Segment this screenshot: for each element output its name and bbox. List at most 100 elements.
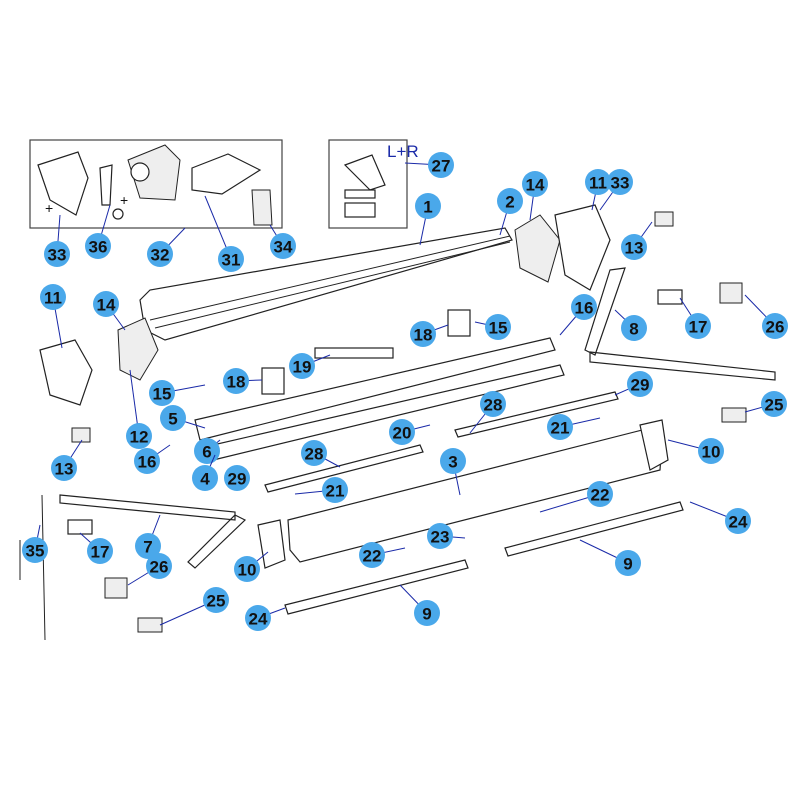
callout-bubble bbox=[22, 537, 48, 563]
callout-24: 24 bbox=[689, 501, 751, 534]
callout-bubble bbox=[480, 391, 506, 417]
callout-number: 27 bbox=[432, 157, 451, 176]
callout-number: 36 bbox=[89, 238, 108, 257]
callout-21: 21 bbox=[547, 414, 601, 440]
callout-bubble bbox=[301, 440, 327, 466]
callout-20: 20 bbox=[389, 419, 431, 445]
callout-bubble bbox=[621, 315, 647, 341]
callout-number: 18 bbox=[227, 373, 246, 392]
callout-number: 26 bbox=[150, 558, 169, 577]
callout-number: 14 bbox=[526, 176, 545, 195]
callout-number: 2 bbox=[505, 193, 514, 212]
callout-bubble bbox=[359, 542, 385, 568]
callout-bubble bbox=[410, 321, 436, 347]
callout-number: 11 bbox=[589, 174, 607, 193]
callout-bubble bbox=[289, 353, 315, 379]
callout-13: 13 bbox=[51, 439, 83, 481]
hinge-part bbox=[137, 617, 163, 633]
callout-bubble bbox=[224, 465, 250, 491]
callout-32: 32 bbox=[147, 227, 186, 267]
callout-bubble bbox=[44, 241, 70, 267]
callout-number: 5 bbox=[168, 410, 177, 429]
callout-number: 10 bbox=[238, 561, 257, 580]
crank-rod-part bbox=[19, 494, 46, 641]
callout-27: 27 bbox=[404, 152, 454, 178]
callout-number: 3 bbox=[448, 453, 457, 472]
callout-number: 10 bbox=[702, 443, 721, 462]
plus-sign: + bbox=[120, 192, 128, 208]
callout-number: 19 bbox=[293, 358, 312, 377]
callout-number: 25 bbox=[765, 396, 784, 415]
callout-number: 21 bbox=[326, 482, 345, 501]
callout-14: 14 bbox=[522, 171, 548, 221]
callout-9: 9 bbox=[399, 584, 440, 626]
callout-28: 28 bbox=[301, 440, 341, 468]
bracket-part bbox=[719, 282, 743, 304]
callout-16: 16 bbox=[134, 444, 171, 474]
callout-bubble bbox=[51, 455, 77, 481]
callout-bubble bbox=[440, 448, 466, 474]
callout-19: 19 bbox=[289, 353, 331, 379]
callout-bubble bbox=[585, 169, 611, 195]
callout-bubble bbox=[615, 550, 641, 576]
callout-number: 22 bbox=[591, 486, 610, 505]
callout-number: 13 bbox=[625, 239, 644, 258]
control-box-part bbox=[191, 153, 262, 195]
callout-15: 15 bbox=[474, 314, 511, 340]
callout-number: 33 bbox=[611, 174, 630, 193]
callout-8: 8 bbox=[614, 309, 647, 341]
callout-number: 20 bbox=[393, 424, 412, 443]
callout-31: 31 bbox=[204, 195, 244, 272]
callout-bubble bbox=[93, 291, 119, 317]
callout-number: 15 bbox=[489, 319, 508, 338]
callout-number: 4 bbox=[200, 470, 210, 489]
callout-3: 3 bbox=[440, 448, 466, 496]
callout-bubble bbox=[135, 533, 161, 559]
callout-18: 18 bbox=[410, 321, 449, 347]
motor-cover-part bbox=[554, 204, 611, 291]
callout-17: 17 bbox=[679, 297, 711, 339]
bracket-part bbox=[654, 211, 674, 227]
bracket-part bbox=[343, 154, 386, 218]
callout-number: 16 bbox=[575, 299, 594, 318]
callout-bubble bbox=[685, 313, 711, 339]
callout-21: 21 bbox=[294, 477, 348, 503]
lead-rail-part bbox=[264, 444, 424, 493]
end-cap-part bbox=[514, 214, 561, 283]
callout-bubble bbox=[87, 538, 113, 564]
callout-number: 26 bbox=[766, 318, 785, 337]
support-leg-part bbox=[504, 501, 684, 557]
callout-29: 29 bbox=[614, 371, 653, 397]
callout-26: 26 bbox=[744, 294, 788, 339]
callout-number: 34 bbox=[274, 238, 293, 257]
callout-bubble bbox=[522, 171, 548, 197]
callout-22: 22 bbox=[359, 542, 406, 568]
callout-number: 29 bbox=[228, 470, 247, 489]
clip-part bbox=[67, 519, 93, 535]
callout-number: 16 bbox=[138, 453, 157, 472]
callout-bubble bbox=[607, 169, 633, 195]
motor-part bbox=[127, 144, 181, 201]
callout-bubble bbox=[160, 405, 186, 431]
callout-bubble bbox=[223, 368, 249, 394]
callout-10: 10 bbox=[667, 438, 724, 464]
callout-bubble bbox=[587, 481, 613, 507]
support-leg-part bbox=[284, 559, 469, 615]
callout-36: 36 bbox=[85, 204, 111, 259]
callout-9: 9 bbox=[579, 539, 641, 576]
callout-bubble bbox=[322, 477, 348, 503]
callout-13: 13 bbox=[621, 221, 653, 260]
callout-bubble bbox=[725, 508, 751, 534]
motor-cover-part bbox=[37, 151, 89, 216]
callout-bubble bbox=[621, 234, 647, 260]
callout-number: 32 bbox=[151, 246, 170, 265]
callout-number: 24 bbox=[729, 513, 748, 532]
callout-2: 2 bbox=[497, 188, 523, 236]
callout-number: 21 bbox=[551, 419, 570, 438]
callout-bubble bbox=[547, 414, 573, 440]
callout-bubble bbox=[389, 419, 415, 445]
end-cover-part bbox=[39, 339, 93, 406]
